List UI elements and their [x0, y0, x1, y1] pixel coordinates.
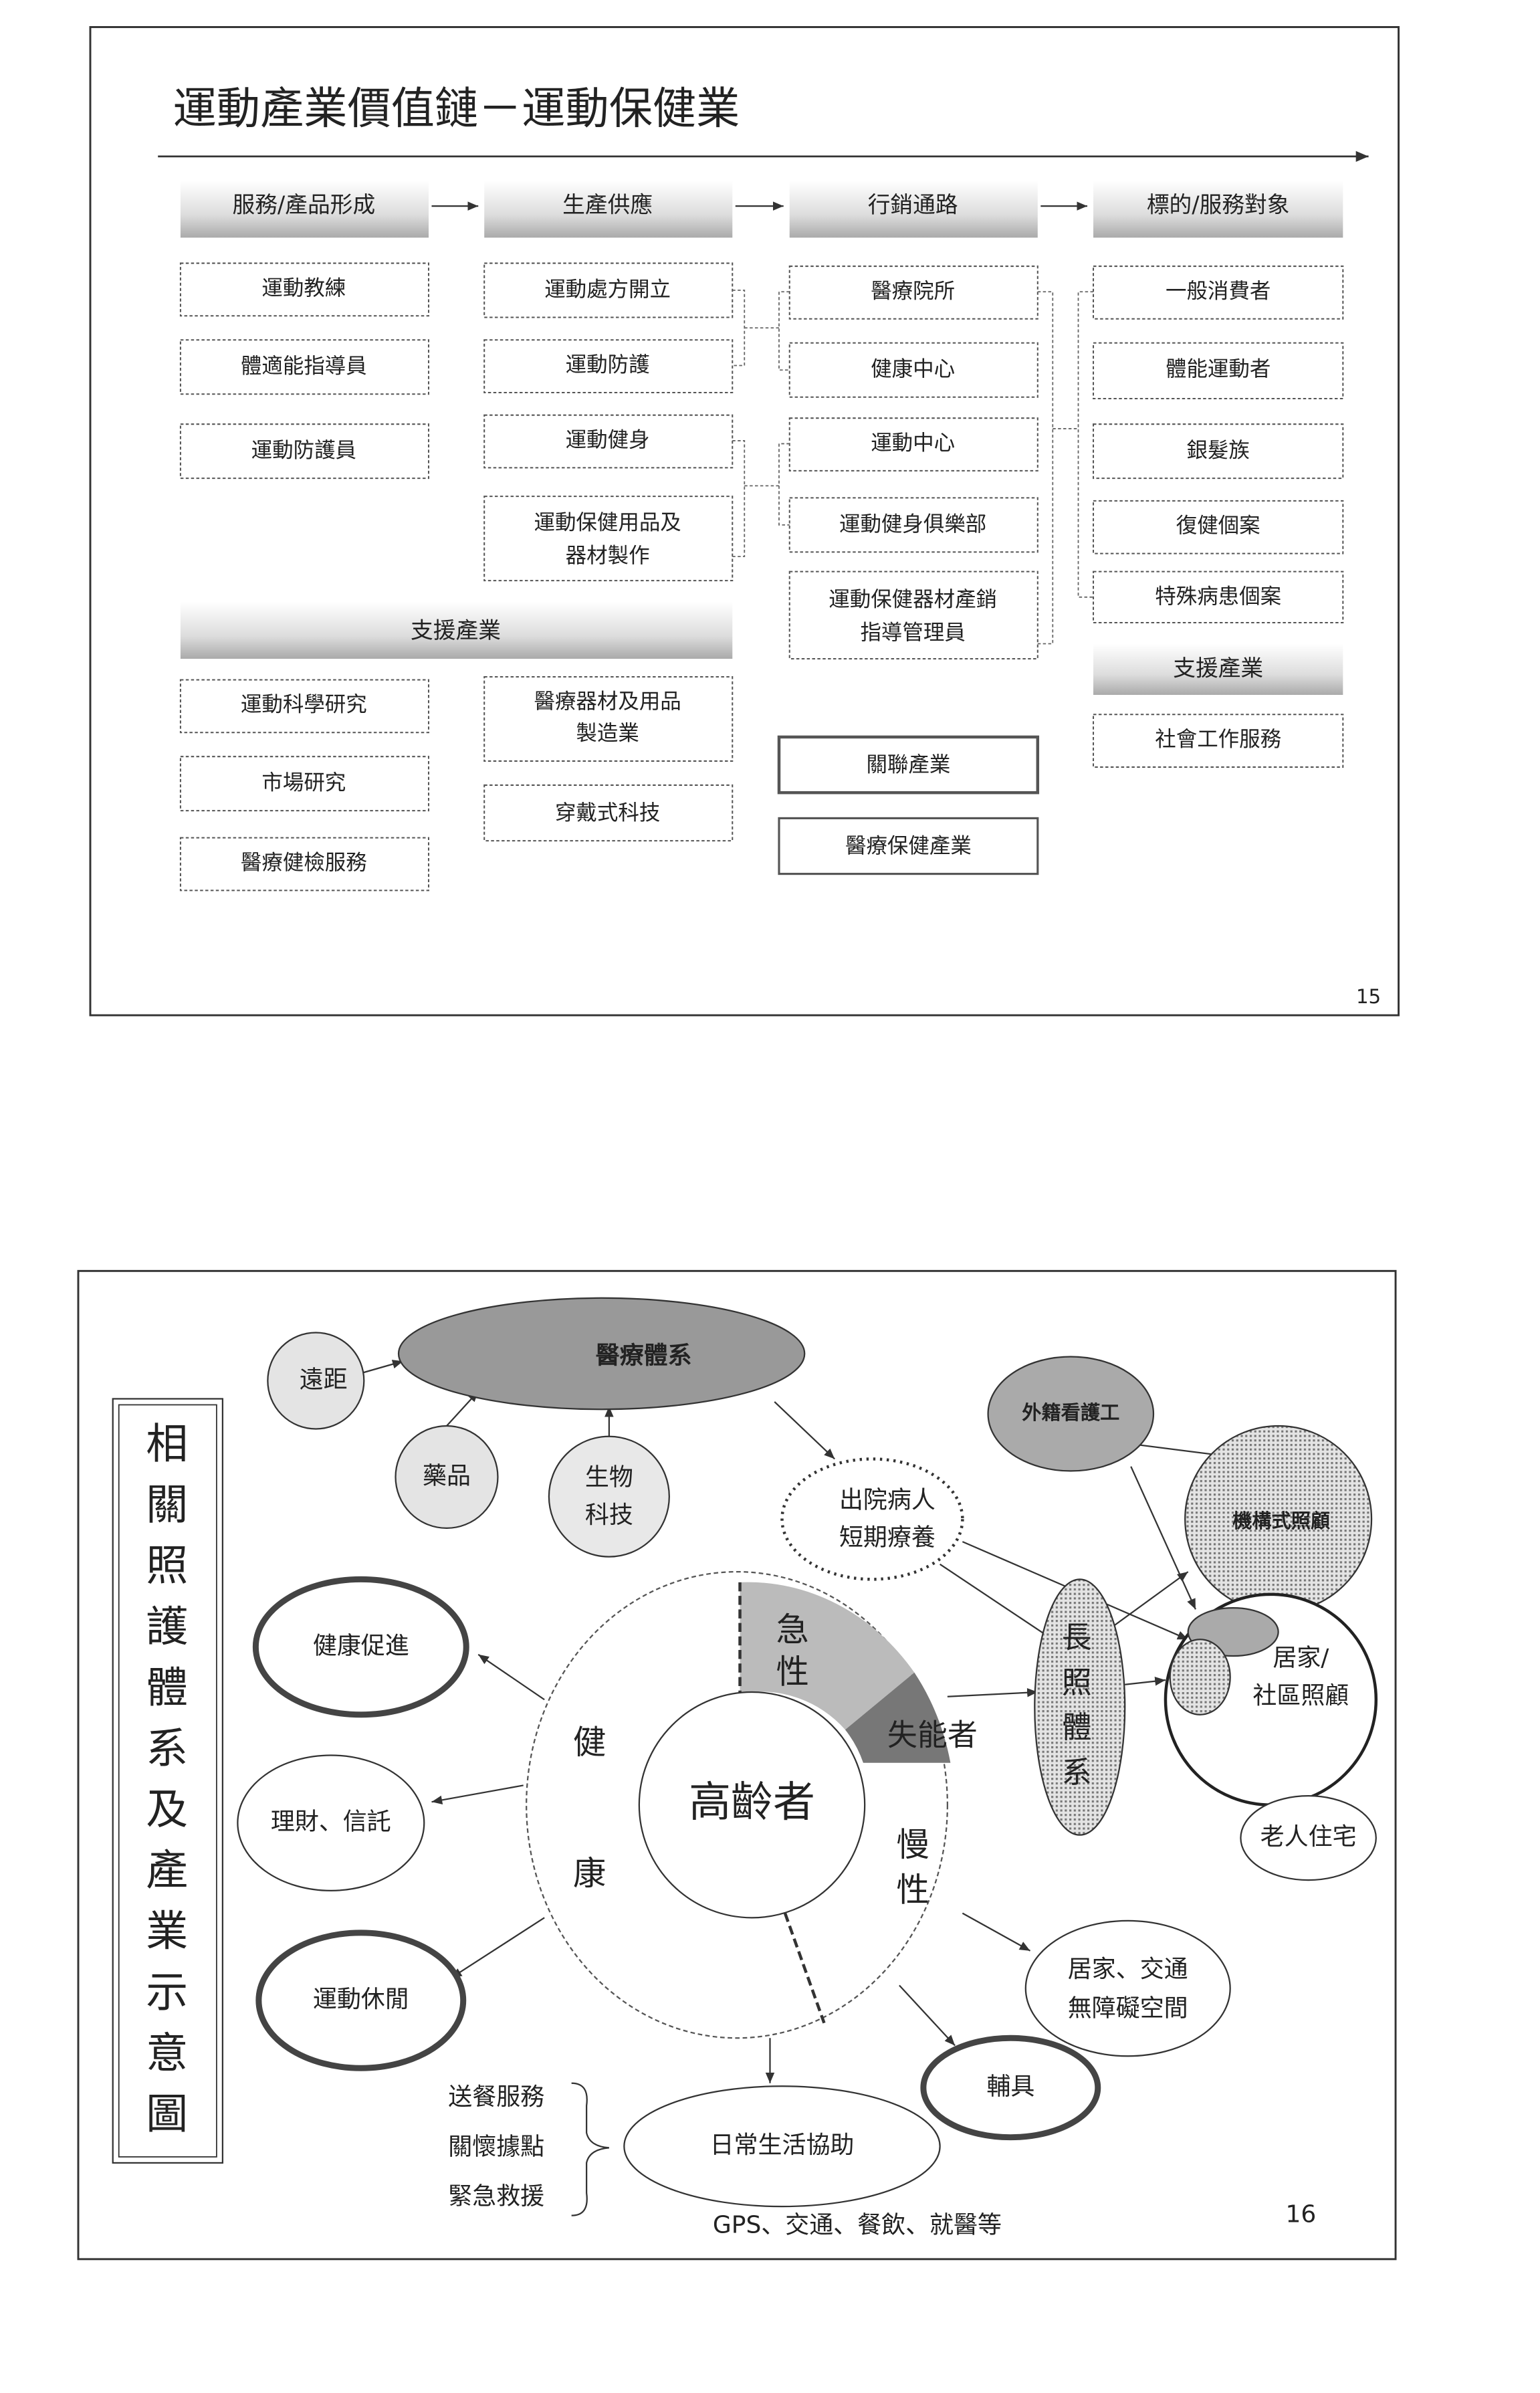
side-title-char: 產 [146, 1846, 188, 1895]
box-text: 健康中心 [871, 357, 955, 381]
node-biotech-line: 科技 [585, 1501, 633, 1529]
support-header: 支援產業 [1173, 655, 1263, 681]
box-text: 運動保健器材產銷 [829, 587, 997, 611]
daily-item: 關懷據點 [448, 2133, 544, 2160]
box-text: 穿戴式科技 [555, 801, 660, 825]
box-text: 運動教練 [261, 276, 346, 300]
node-barrier-free-line: 居家、交通 [1068, 1956, 1188, 1983]
side-title-char: 系 [146, 1724, 188, 1773]
node-home-care-line: 社區照顧 [1252, 1682, 1349, 1709]
node-drugs: 藥品 [423, 1462, 471, 1489]
column-marketing-channel: 醫療院所 健康中心 運動中心 運動健身俱樂部 運動保健器材產銷 指導管理員 [788, 266, 1038, 660]
header-production-supply: 生產供應 [562, 192, 653, 218]
box-text: 運動防護員 [251, 439, 356, 463]
node-institutional-care: 機構式照顧 [1232, 1510, 1330, 1532]
node-health-promotion: 健康促進 [313, 1633, 409, 1660]
support-industry-right: 支援產業 社會工作服務 [1093, 643, 1344, 768]
box-text: 醫療院所 [871, 279, 955, 303]
box-text: 運動中心 [871, 431, 955, 455]
box-text: 特殊病患個案 [1155, 585, 1281, 609]
label-healthy: 康 [573, 1854, 606, 1893]
node-discharge-line: 出院病人 [839, 1486, 936, 1514]
column-headers: 服務/產品形成 生產供應 行銷通路 標的/服務對象 [180, 180, 1343, 238]
box-text: 體適能指導員 [241, 354, 367, 379]
connectors [732, 290, 1094, 645]
label-chronic: 性 [896, 1871, 929, 1909]
node-discharge-line: 短期療養 [839, 1524, 936, 1552]
slide-title: 運動產業價值鏈－運動保健業 [173, 83, 740, 134]
box-text: 市場研究 [261, 771, 346, 795]
slide-15: 運動產業價值鏈－運動保健業 服務/產品形成 生產供應 行銷通路 標的/服務對象 … [89, 26, 1400, 1017]
support-header: 支援產業 [411, 617, 501, 643]
box-text: 醫療器材及用品 [534, 690, 681, 714]
header-product-formation: 服務/產品形成 [232, 192, 375, 218]
node-sports-leisure: 運動休閒 [313, 1986, 409, 2013]
side-title-char: 圖 [146, 2089, 188, 2138]
daily-footer: GPS、交通、餐飲、就醫等 [713, 2211, 1002, 2239]
box-text: 關聯產業 [866, 753, 950, 777]
box-text: 復健個案 [1176, 514, 1260, 538]
side-title-char: 業 [146, 1907, 188, 1956]
side-title-char: 照 [146, 1542, 188, 1590]
box-text: 銀髮族 [1186, 439, 1249, 463]
node-medical-system: 醫療體系 [596, 1342, 692, 1370]
box-text: 一般消費者 [1166, 279, 1271, 303]
box-text: 指導管理員 [860, 621, 965, 645]
node-ltc-char: 體 [1062, 1709, 1092, 1745]
acute-segment [740, 1582, 915, 1730]
disabled-segment [845, 1672, 951, 1763]
box-text: 運動健身 [566, 428, 650, 452]
side-title-char: 意 [146, 2028, 188, 2077]
box-text: 器材製作 [566, 544, 650, 568]
node-remote: 遠距 [300, 1366, 348, 1393]
side-title-char: 及 [146, 1785, 188, 1834]
node-home-care-line: 居家/ [1273, 1645, 1329, 1672]
label-healthy: 健 [573, 1723, 606, 1762]
box-text: 醫療健檢服務 [241, 851, 367, 875]
node-finance-trust: 理財、信託 [271, 1808, 391, 1836]
box-text: 運動處方開立 [544, 278, 671, 302]
box-text: 運動健身俱樂部 [839, 512, 986, 536]
node-senior-housing: 老人住宅 [1260, 1823, 1357, 1851]
side-title-char: 關 [146, 1481, 188, 1530]
box-text: 社會工作服務 [1155, 727, 1281, 751]
header-marketing-channel: 行銷通路 [868, 192, 958, 218]
node-daily-living: 日常生活協助 [710, 2131, 855, 2159]
header-target: 標的/服務對象 [1147, 192, 1290, 218]
column-production-supply: 運動處方開立 運動防護 運動健身 運動保健用品及 器材製作 [483, 262, 734, 582]
column-target: 一般消費者 體能運動者 銀髮族 復健個案 特殊病患個案 [1093, 266, 1344, 624]
node-biotech-line: 生物 [585, 1464, 633, 1491]
column-service-formation: 運動教練 體適能指導員 運動防護員 [179, 262, 430, 480]
box-text: 體能運動者 [1166, 357, 1271, 381]
node-ltc-char: 系 [1062, 1755, 1092, 1790]
label-acute: 急 [776, 1610, 808, 1649]
side-title-char: 護 [146, 1602, 188, 1651]
support-industry-left: 支援產業 運動科學研究 市場研究 醫療健檢服務 醫療器材及用品 製造業 穿戴式科… [179, 601, 734, 892]
side-title-char: 示 [146, 1968, 188, 2016]
daily-item: 緊急救援 [448, 2183, 544, 2210]
node-ltc-char: 照 [1062, 1665, 1092, 1700]
daily-item: 送餐服務 [448, 2083, 544, 2111]
side-title-char: 相 [146, 1420, 188, 1469]
label-chronic: 慢 [896, 1825, 929, 1864]
label-acute: 性 [776, 1653, 808, 1691]
page-number: 16 [1285, 2201, 1316, 2228]
node-elderly: 高齡者 [689, 1778, 815, 1827]
node-foreign-caregiver: 外籍看護工 [1022, 1401, 1119, 1424]
box-text: 製造業 [576, 721, 639, 745]
box-text: 運動科學研究 [241, 693, 367, 717]
page-number: 15 [1356, 985, 1381, 1008]
box-text: 運動保健用品及 [534, 511, 681, 535]
node-assistive: 輔具 [986, 2073, 1034, 2100]
side-title-char: 體 [146, 1663, 188, 1712]
brace [571, 2082, 609, 2216]
label-disabled: 失能者 [887, 1717, 978, 1752]
box-text: 運動防護 [566, 352, 650, 377]
node-ltc-char: 長 [1062, 1619, 1092, 1655]
node-barrier-free-line: 無障礙空間 [1068, 1995, 1188, 2022]
box-text: 醫療保健產業 [845, 834, 972, 858]
related-industry: 關聯產業 醫療保健產業 [777, 735, 1040, 875]
